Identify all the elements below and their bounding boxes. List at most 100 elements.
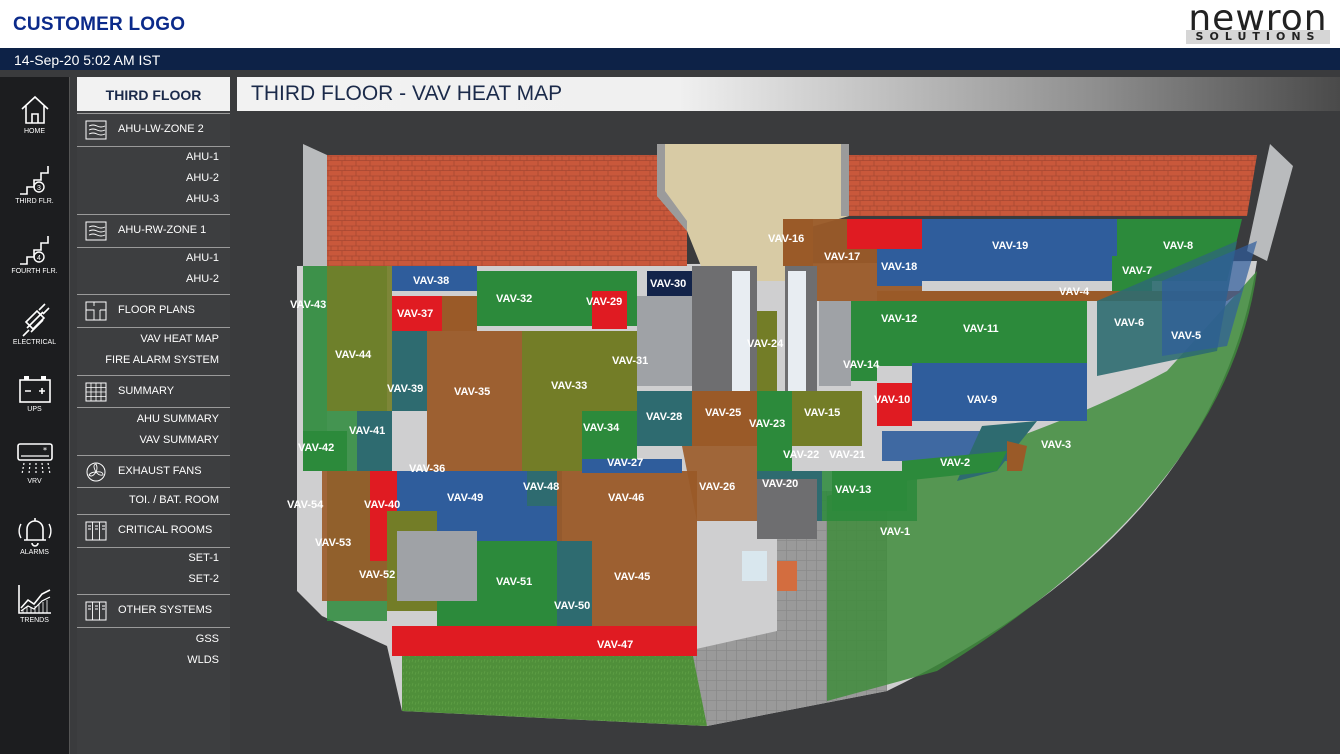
menu-floor-plans[interactable]: FLOOR PLANS	[77, 294, 230, 327]
vav-label[interactable]: VAV-19	[992, 240, 1028, 252]
plug-icon	[21, 303, 50, 337]
vav-label[interactable]: VAV-34	[583, 422, 620, 434]
vav-label[interactable]: VAV-30	[650, 278, 686, 290]
submenu-item-fire-alarm[interactable]: FIRE ALARM SYSTEM	[105, 354, 219, 366]
rail-alarms[interactable]: ALARMS	[0, 514, 69, 576]
rail-electrical[interactable]: ELECTRICAL	[0, 302, 69, 364]
menu-exhaust-fans[interactable]: EXHAUST FANS	[77, 455, 230, 488]
vav-label[interactable]: VAV-43	[290, 299, 326, 311]
submenu-item[interactable]: AHU-1	[185, 151, 219, 163]
vav-label[interactable]: VAV-44	[335, 349, 372, 361]
vav-label[interactable]: VAV-51	[496, 576, 532, 588]
vav-label[interactable]: VAV-13	[835, 484, 871, 496]
vav-label[interactable]: VAV-9	[967, 394, 997, 406]
vav-label[interactable]: VAV-50	[554, 600, 590, 612]
vav-label[interactable]: VAV-47	[597, 639, 633, 651]
submenu-item[interactable]: VAV SUMMARY	[139, 434, 219, 446]
vav-label[interactable]: VAV-17	[824, 251, 860, 263]
rail-label: UPS	[27, 406, 42, 413]
stairs-4-icon: 4	[19, 236, 49, 265]
vav-label[interactable]: VAV-35	[454, 386, 490, 398]
vav-label[interactable]: VAV-5	[1171, 330, 1201, 342]
newron-logo: newron SOLUTIONS	[1182, 0, 1334, 46]
vav-label[interactable]: VAV-41	[349, 425, 385, 437]
rail-fourth-floor[interactable]: 4 FOURTH FLR.	[0, 233, 69, 295]
menu-other-systems[interactable]: OTHER SYSTEMS	[77, 594, 230, 627]
vav-label[interactable]: VAV-1	[880, 526, 910, 538]
vav-label[interactable]: VAV-46	[608, 492, 644, 504]
panel-icon	[85, 521, 107, 541]
vav-label[interactable]: VAV-53	[315, 537, 351, 549]
rail-label: FOURTH FLR.	[11, 268, 58, 275]
vav-label[interactable]: VAV-45	[614, 571, 650, 583]
vav-label[interactable]: VAV-20	[762, 478, 798, 490]
vav-label[interactable]: VAV-4	[1059, 286, 1090, 298]
vav-label[interactable]: VAV-33	[551, 380, 587, 392]
divider	[77, 547, 230, 548]
vav-label[interactable]: VAV-31	[612, 355, 648, 367]
fan-icon	[86, 462, 106, 482]
vav-label[interactable]: VAV-3	[1041, 439, 1071, 451]
home-icon	[20, 95, 49, 124]
vav-label[interactable]: VAV-27	[607, 457, 643, 469]
vav-label[interactable]: VAV-48	[523, 481, 559, 493]
vav-label[interactable]: VAV-16	[768, 233, 804, 245]
svg-text:4: 4	[37, 255, 41, 262]
submenu-item[interactable]: SET-1	[188, 552, 219, 564]
vav-label[interactable]: VAV-8	[1163, 240, 1193, 252]
svg-text:3: 3	[37, 185, 41, 192]
vav-label[interactable]: VAV-42	[298, 442, 334, 454]
vav-label[interactable]: VAV-32	[496, 293, 532, 305]
vav-label[interactable]: VAV-40	[364, 499, 400, 511]
rail-trends[interactable]: TRENDS	[0, 582, 69, 644]
vav-label[interactable]: VAV-18	[881, 261, 917, 273]
menu-summary[interactable]: SUMMARY	[77, 375, 230, 408]
menu-ahu-lw-zone2[interactable]: AHU-LW-ZONE 2	[77, 113, 230, 146]
vav-label[interactable]: VAV-36	[409, 463, 445, 475]
vav-label[interactable]: VAV-22	[783, 449, 819, 461]
submenu-item-vav-heat-map[interactable]: VAV HEAT MAP	[140, 333, 219, 345]
submenu-item[interactable]: AHU-3	[185, 193, 219, 205]
vav-label[interactable]: VAV-26	[699, 481, 735, 493]
rail-vrv[interactable]: * VRV	[0, 441, 69, 503]
divider	[77, 627, 230, 628]
divider	[77, 247, 230, 248]
vav-label[interactable]: VAV-37	[397, 308, 433, 320]
menu-ahu-rw-zone1[interactable]: AHU-RW-ZONE 1	[77, 214, 230, 247]
menu-critical-rooms[interactable]: CRITICAL ROOMS	[77, 514, 230, 547]
submenu-item[interactable]: TOI. / BAT. ROOM	[128, 494, 219, 506]
submenu-item[interactable]: GSS	[195, 633, 219, 645]
submenu-item[interactable]: AHU-2	[185, 273, 219, 285]
submenu-item[interactable]: AHU-1	[185, 252, 219, 264]
rail-label: THIRD FLR.	[15, 198, 54, 205]
vav-label[interactable]: VAV-28	[646, 411, 682, 423]
datetime-bar: 14-Sep-20 5:02 AM IST	[0, 48, 1340, 70]
vav-label[interactable]: VAV-49	[447, 492, 483, 504]
vav-label[interactable]: VAV-12	[881, 313, 917, 325]
submenu-item[interactable]: AHU-2	[185, 172, 219, 184]
vav-label[interactable]: VAV-54	[287, 499, 324, 511]
vav-label[interactable]: VAV-25	[705, 407, 741, 419]
vav-label[interactable]: VAV-10	[874, 394, 910, 406]
submenu-item[interactable]: WLDS	[187, 654, 219, 666]
submenu-item[interactable]: SET-2	[188, 573, 219, 585]
vav-label[interactable]: VAV-2	[940, 457, 970, 469]
vav-label[interactable]: VAV-52	[359, 569, 395, 581]
submenu-item[interactable]: AHU SUMMARY	[136, 413, 219, 425]
rail-label: HOME	[24, 128, 45, 135]
vav-label[interactable]: VAV-7	[1122, 265, 1152, 277]
vav-label[interactable]: VAV-21	[829, 449, 865, 461]
vav-label[interactable]: VAV-6	[1114, 317, 1144, 329]
ahu-icon	[85, 120, 107, 140]
vav-label[interactable]: VAV-11	[963, 323, 999, 335]
rail-third-floor[interactable]: 3 THIRD FLR.	[0, 163, 69, 225]
vav-label[interactable]: VAV-39	[387, 383, 423, 395]
vav-label[interactable]: VAV-24	[747, 338, 784, 350]
vav-label[interactable]: VAV-14	[843, 359, 880, 371]
vav-label[interactable]: VAV-38	[413, 275, 449, 287]
vav-label[interactable]: VAV-29	[586, 296, 622, 308]
rail-home[interactable]: HOME	[0, 93, 69, 155]
vav-label[interactable]: VAV-15	[804, 407, 840, 419]
vav-label[interactable]: VAV-23	[749, 418, 785, 430]
rail-ups[interactable]: UPS	[0, 373, 69, 435]
